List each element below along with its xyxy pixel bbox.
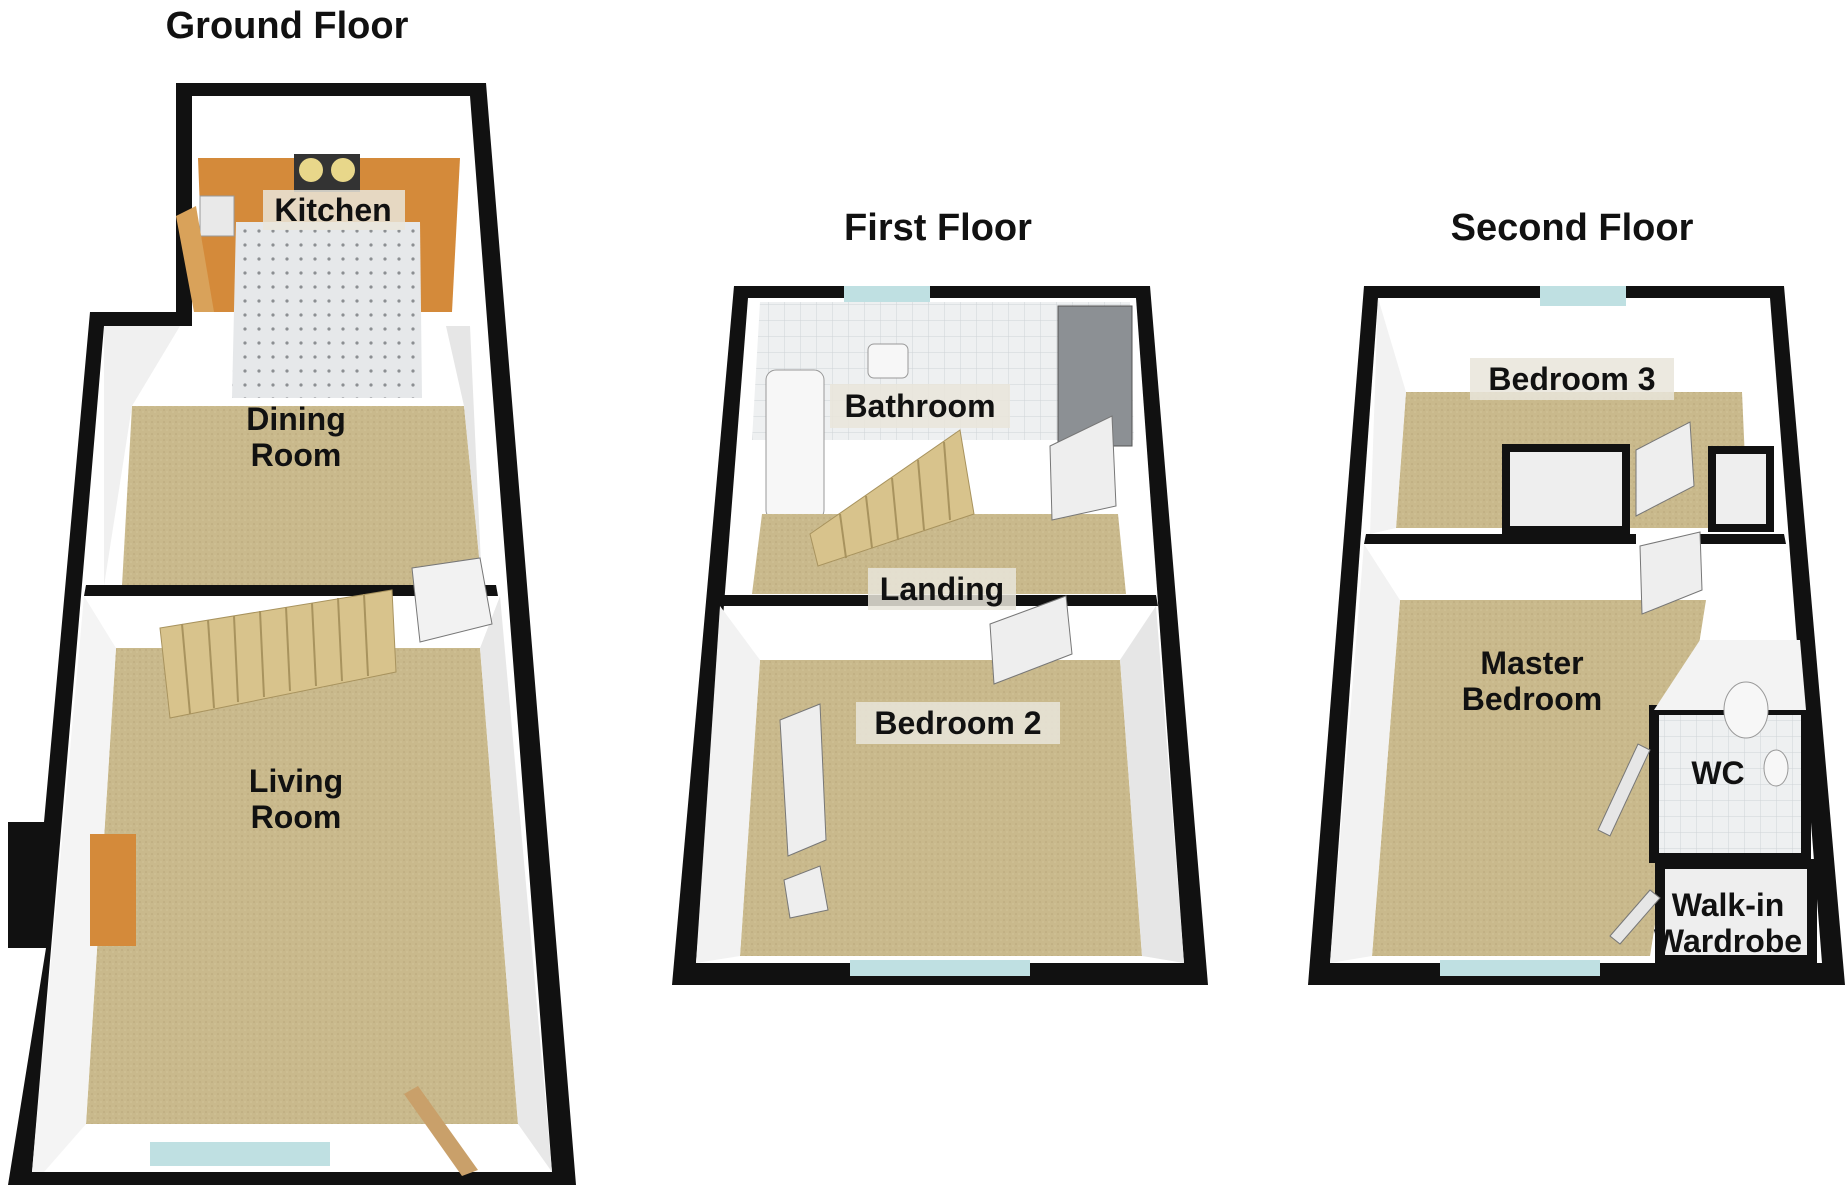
bedroom3-cupboard [1502,444,1630,534]
bedroom2-door [989,595,1073,685]
ground-door-under-stairs [411,557,493,643]
front-door [404,1086,478,1176]
kitchen-sink [199,195,235,237]
bedroom2-wall-right [1120,606,1184,963]
wc-door [1597,743,1651,837]
living-room-label-line2: Room [251,799,342,835]
bathroom-door [1049,415,1117,521]
second-partition-wall-right [1696,534,1786,544]
wc-label: WC [1691,755,1744,791]
bedroom2-window [850,960,1030,976]
dining-wall-right [446,326,482,586]
bedroom3-wall-left [1370,298,1406,534]
bedroom3-label: Bedroom 3 [1488,361,1655,397]
toilet [867,343,909,379]
bedroom3-cupboard-door [1635,421,1695,517]
bathroom-label: Bathroom [844,388,995,424]
kitchen-hob-ring [331,158,355,182]
first-floor-stairs [809,429,975,567]
ground-partition-wall [84,585,498,596]
walkin-wardrobe [1655,859,1817,965]
living-room-window [150,1142,330,1166]
cupboard-door [779,703,827,857]
walkin-wardrobe-label-line1: Walk-in [1672,887,1785,923]
master-bedroom-label-line2: Bedroom [1462,681,1602,717]
ground-floor-title: Ground Floor [166,5,409,47]
kitchen-label: Kitchen [274,192,391,228]
room-labels: Kitchen Dining Room Living Room Bathroom… [246,190,1802,959]
landing-label: Landing [880,571,1004,607]
dining-room-label-line1: Dining [246,401,346,437]
living-room-floor [86,648,518,1124]
living-wall-right [480,596,552,1172]
second-floor: Second Floor [1308,207,1845,985]
dining-room-floor [122,406,482,586]
dining-room-label-line2: Room [251,437,342,473]
airing-cupboard [1708,446,1774,532]
bedroom2-label: Bedroom 2 [874,705,1041,741]
master-bedroom-label-line1: Master [1480,645,1583,681]
dining-wall-left [104,326,180,586]
bedroom2-wall-left [696,606,760,963]
second-floor-title: Second Floor [1451,207,1694,249]
living-room-label-line1: Living [249,763,343,799]
wc-basin [1763,749,1789,787]
bathroom-window [844,286,930,306]
master-bedroom-door [1639,531,1703,615]
first-floor-title: First Floor [844,207,1032,249]
second-partition-wall [1364,534,1636,544]
fireplace [90,834,136,946]
ground-floor: Ground Floor [8,5,576,1185]
wc-wall-shading [1654,640,1806,710]
first-floor: First Floor [672,207,1208,985]
master-wall-left [1330,544,1400,963]
walkin-wardrobe-door [1609,889,1661,945]
ground-stairs [159,589,397,719]
kitchen-door [176,206,214,312]
master-bedroom-window [1440,960,1600,976]
master-wall-top [1364,544,1620,600]
wc-toilet [1723,681,1769,739]
cupboard-door [783,865,829,919]
kitchen-tile-floor [232,222,422,398]
walkin-wardrobe-label-line2: Wardrobe [1654,923,1802,959]
bedroom3-window [1540,286,1626,306]
master-bedroom-floor [1372,600,1706,956]
living-wall-left [32,596,116,1172]
kitchen-hob-ring [299,158,323,182]
bathtub [765,369,825,521]
